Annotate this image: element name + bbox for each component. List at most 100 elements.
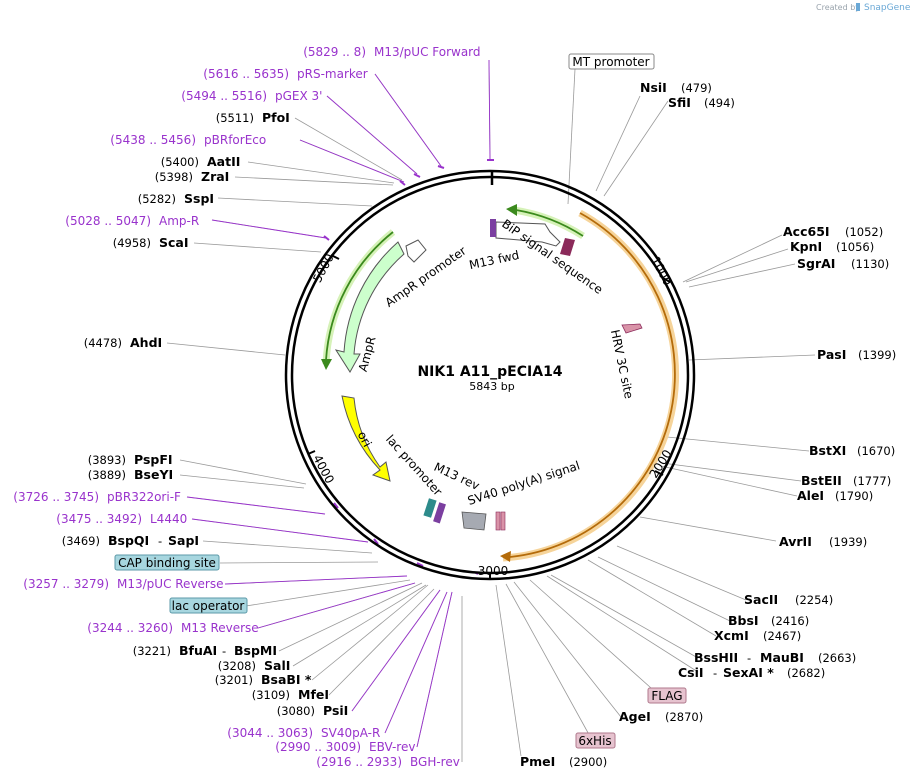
label-l4440[interactable]: (3475 .. 3492) L4440 — [56, 512, 187, 526]
svg-text:M13 Reverse: M13 Reverse — [181, 621, 259, 635]
bip-signal-arrow — [495, 221, 561, 247]
svg-text:AatII: AatII — [207, 154, 240, 169]
label-psii[interactable]: (3080) PsiI — [277, 703, 349, 718]
label-mfei[interactable]: (3109) MfeI — [252, 687, 329, 702]
svg-text:(3475 .. 3492): (3475 .. 3492) — [56, 512, 142, 526]
label-pbrforeco[interactable]: (5438 .. 5456) pBRforEco — [110, 133, 266, 147]
svg-text:AgeI: AgeI — [619, 709, 651, 724]
label-pspfi[interactable]: (3893) PspFI — [88, 452, 173, 467]
svg-text:BssHII: BssHII — [694, 650, 738, 665]
svg-text:SexAI *: SexAI * — [723, 665, 774, 680]
svg-text:SgrAI: SgrAI — [797, 256, 835, 271]
svg-text:(1052): (1052) — [845, 225, 883, 239]
label-sspi[interactable]: (5282) SspI — [138, 191, 214, 206]
svg-text:(2467): (2467) — [763, 629, 801, 643]
svg-text:SV40pA-R: SV40pA-R — [321, 726, 380, 740]
svg-text:(1790): (1790) — [835, 489, 873, 503]
mt-promoter-text: MT promoter — [572, 55, 649, 69]
label-avrii[interactable]: AvrII (1939) — [779, 534, 867, 549]
label-bsshii-maubi[interactable]: BssHII - MauBI (2663) — [694, 650, 856, 665]
credit-text: Created by — [816, 3, 860, 12]
label-bspqi-sapi[interactable]: (3469) BspQI - SapI — [62, 533, 199, 548]
lac-operator-text: lac operator — [172, 599, 245, 613]
label-aatii[interactable]: (5400) AatII — [161, 154, 241, 169]
label-m13puc-forward[interactable]: (5829 .. 8) M13/pUC Forward — [303, 45, 480, 59]
label-bsteii[interactable]: BstEII (1777) — [801, 473, 891, 488]
label-pfoi[interactable]: (5511) PfoI — [216, 110, 290, 125]
hrv-marker — [621, 323, 643, 334]
svg-text:pBRforEco: pBRforEco — [204, 133, 266, 147]
gene-arc-orange-head — [500, 551, 511, 562]
label-bsabi[interactable]: (3201) BsaBI * — [215, 672, 312, 687]
svg-text:(1777): (1777) — [853, 474, 891, 488]
label-alei[interactable]: AleI (1790) — [797, 488, 873, 503]
label-m13puc-reverse[interactable]: (3257 .. 3279) M13/pUC Reverse — [23, 577, 223, 591]
label-prs-marker[interactable]: (5616 .. 5635) pRS-marker — [203, 67, 367, 81]
hrv-label: HRV 3C site — [608, 328, 636, 400]
label-nsii[interactable]: NsiI (479) — [640, 80, 712, 95]
his-box: 6xHis — [575, 732, 616, 749]
svg-text:(494): (494) — [704, 96, 735, 110]
label-ampr-primer[interactable]: (5028 .. 5047) Amp-R — [65, 214, 199, 228]
m13-fwd-label: M13 fwd — [468, 248, 521, 272]
label-zrai[interactable]: (5398) ZraI — [155, 169, 230, 184]
label-bstxi[interactable]: BstXI (1670) — [809, 443, 895, 458]
label-xcmi[interactable]: XcmI (2467) — [714, 628, 801, 643]
label-bbsi[interactable]: BbsI (2416) — [728, 613, 809, 628]
svg-text:M13/pUC Forward: M13/pUC Forward — [374, 45, 481, 59]
m13-fwd-marker — [490, 219, 496, 237]
svg-text:(2416): (2416) — [771, 614, 809, 628]
svg-text:Acc65I: Acc65I — [783, 224, 830, 239]
svg-text:SspI: SspI — [184, 191, 214, 206]
svg-text:BsaBI *: BsaBI * — [261, 672, 312, 687]
label-csii-sexai[interactable]: CsiI - SexAI * (2682) — [678, 665, 825, 680]
sv40-pa-marker-2 — [500, 511, 506, 531]
svg-text:AleI: AleI — [797, 488, 824, 503]
svg-text:PasI: PasI — [817, 347, 846, 362]
svg-text:SapI: SapI — [168, 533, 199, 548]
label-scai[interactable]: (4958) ScaI — [113, 235, 189, 250]
label-sali[interactable]: (3208) SalI — [218, 658, 291, 673]
svg-text:-: - — [158, 534, 162, 548]
label-pgex[interactable]: (5494 .. 5516) pGEX 3' — [181, 89, 322, 103]
tick-5000: 5000 — [310, 251, 337, 285]
label-agei[interactable]: AgeI (2870) — [619, 709, 703, 724]
svg-text:BspQI: BspQI — [108, 533, 149, 548]
label-sfii[interactable]: SfiI (494) — [668, 95, 735, 110]
ori-arrow — [341, 395, 391, 482]
svg-text:(5494 .. 5516): (5494 .. 5516) — [181, 89, 267, 103]
gene-arc-orange — [509, 212, 676, 558]
label-bfuai-bspmi[interactable]: (3221) BfuAI - BspMI — [133, 643, 277, 658]
label-ahdi[interactable]: (4478) AhdI — [84, 335, 162, 350]
label-kpni[interactable]: KpnI (1056) — [790, 239, 874, 254]
ampr-promoter-arrow — [405, 239, 427, 263]
svg-text:(4478): (4478) — [84, 336, 122, 350]
label-pmei[interactable]: PmeI (2900) — [520, 754, 607, 769]
label-bseyi[interactable]: (3889) BseYI — [88, 467, 173, 482]
label-m13-reverse[interactable]: (3244 .. 3260) M13 Reverse — [87, 621, 258, 635]
label-pasi[interactable]: PasI (1399) — [817, 347, 896, 362]
label-sv40pa-r[interactable]: (3044 .. 3063) SV40pA-R — [227, 726, 380, 740]
svg-text:pGEX 3': pGEX 3' — [275, 89, 322, 103]
svg-text:(2916 .. 2933): (2916 .. 2933) — [316, 755, 402, 769]
label-pbr322ori[interactable]: (3726 .. 3745) pBR322ori-F — [13, 490, 181, 504]
primer-ticks — [323, 159, 494, 575]
svg-text:PmeI: PmeI — [520, 754, 555, 769]
label-sacii[interactable]: SacII (2254) — [744, 592, 833, 607]
label-ebv-rev[interactable]: (2990 .. 3009) EBV-rev — [275, 740, 415, 754]
label-bgh-rev[interactable]: (2916 .. 2933) BGH-rev — [316, 755, 460, 769]
svg-text:(1399): (1399) — [858, 348, 896, 362]
label-acc65i[interactable]: Acc65I (1052) — [783, 224, 883, 239]
svg-text:(479): (479) — [681, 81, 712, 95]
svg-text:(5829 .. 8): (5829 .. 8) — [303, 45, 366, 59]
svg-text:(2990 .. 3009): (2990 .. 3009) — [275, 740, 361, 754]
snapgene-logo: SnapGene — [856, 3, 911, 13]
svg-text:pRS-marker: pRS-marker — [297, 67, 368, 81]
svg-text:(1939): (1939) — [829, 535, 867, 549]
svg-text:BGH-rev: BGH-rev — [410, 755, 460, 769]
label-sgrai[interactable]: SgrAI (1130) — [797, 256, 889, 271]
svg-text:ScaI: ScaI — [159, 235, 189, 250]
svg-text:pBR322ori-F: pBR322ori-F — [107, 490, 181, 504]
svg-text:PsiI: PsiI — [323, 703, 348, 718]
svg-text:(4958): (4958) — [113, 236, 151, 250]
